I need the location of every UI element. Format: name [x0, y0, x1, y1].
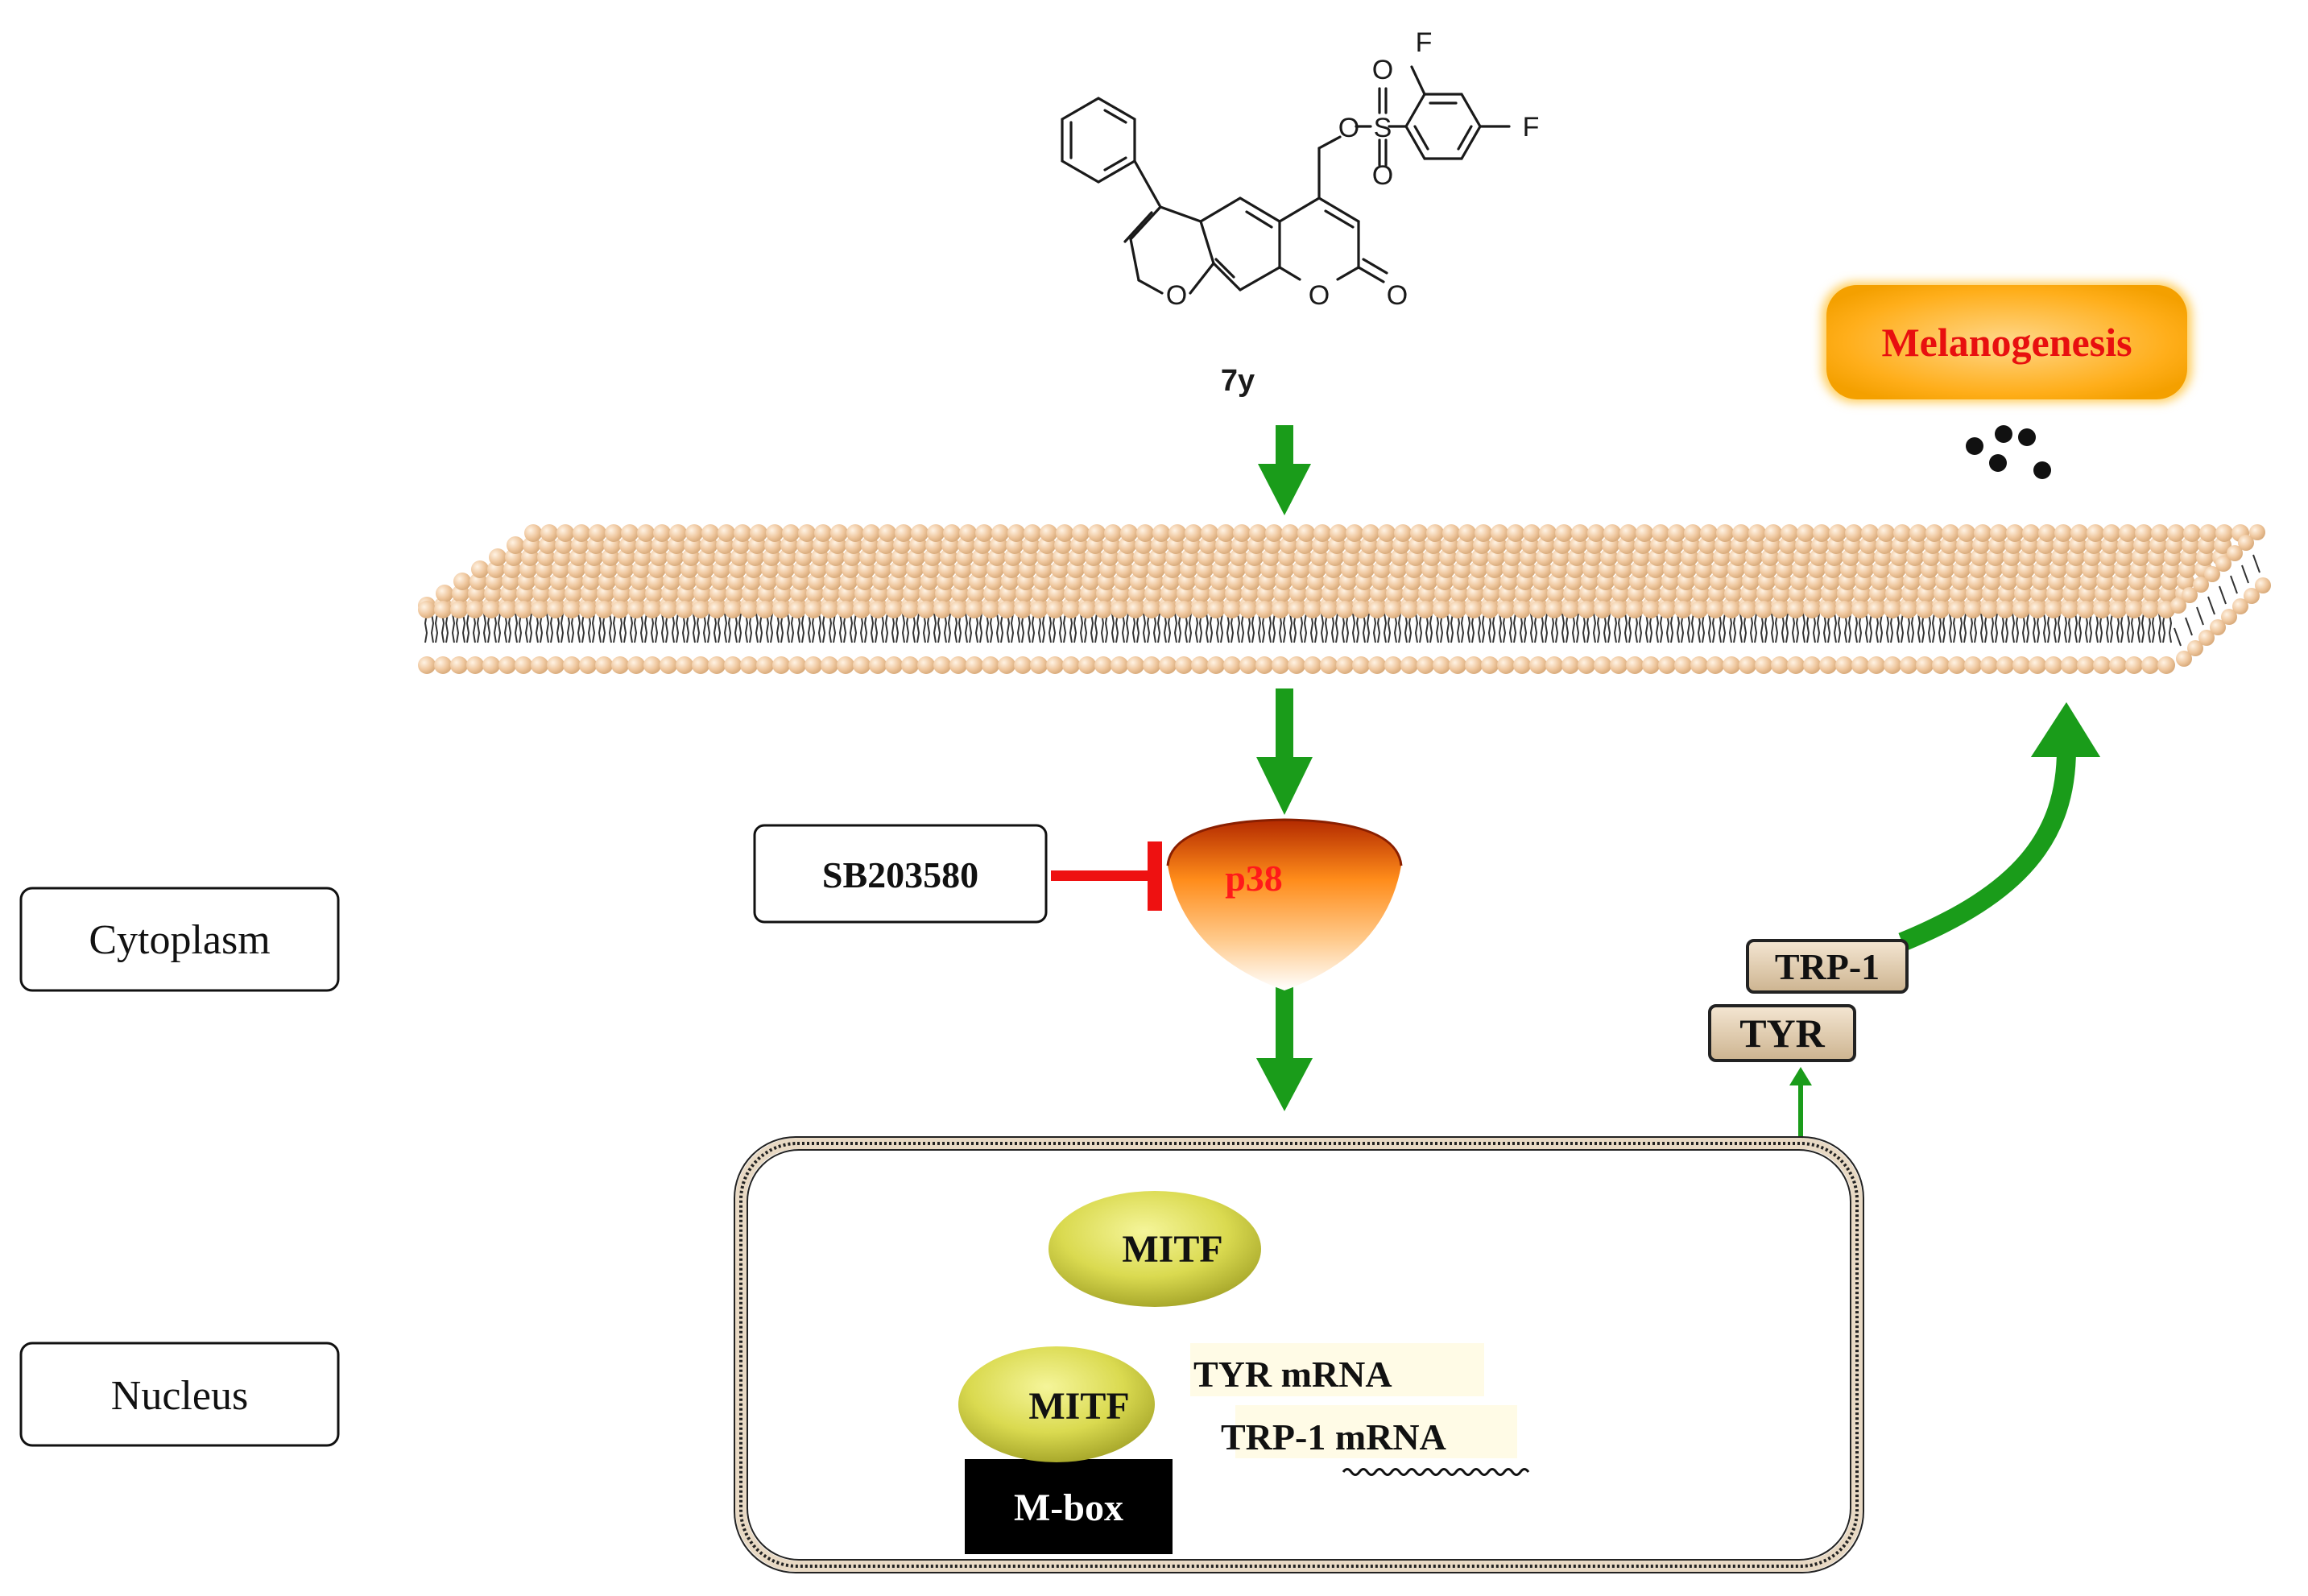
atom-o-ester: O [1338, 113, 1359, 143]
kinase-label: p38 [1225, 858, 1283, 899]
nucleus-label: Nucleus [111, 1373, 248, 1419]
atom-f-top: F [1416, 27, 1433, 58]
mbox-label: M-box [1014, 1486, 1123, 1529]
trp1-mrna-label: TRP-1 mRNA [1221, 1416, 1446, 1457]
atom-o-furan: O [1166, 280, 1187, 311]
atom-s: S [1374, 113, 1392, 143]
p38-kinase: p38 [1166, 818, 1403, 990]
arrow-trp1-to-melanogenesis [1898, 702, 2100, 952]
mitf-free: MITF [1049, 1191, 1261, 1307]
cytoplasm-label: Cytoplasm [89, 917, 270, 963]
atom-o-lactone-ring: O [1309, 280, 1330, 311]
mitf-free-label: MITF [1122, 1228, 1222, 1271]
mitf-bound-label: MITF [1028, 1385, 1129, 1428]
melanogenesis-box: Melanogenesis [1822, 282, 2192, 403]
melanin-granules [1966, 425, 2051, 479]
sb203580-box: SB203580 [753, 824, 1048, 924]
atom-o-carbonyl: O [1387, 280, 1408, 311]
atom-f-right: F [1523, 112, 1540, 143]
nucleus-tag: Nucleus [19, 1342, 340, 1447]
trp1-label: TRP-1 [1775, 946, 1880, 987]
compound-7y-structure [1061, 65, 1511, 295]
mbox: M-box [965, 1459, 1173, 1554]
tyr-enzyme: TYR [1708, 1004, 1856, 1062]
inhibitor-label: SB203580 [822, 854, 978, 895]
mitf-bound: MITF [958, 1346, 1155, 1462]
inhibition-bar [1051, 841, 1162, 911]
cell-membrane [418, 524, 2271, 674]
tyr-mrna-label: TYR mRNA [1193, 1354, 1392, 1395]
arrow-compound-to-membrane [1258, 425, 1311, 515]
arrow-membrane-to-p38 [1256, 688, 1313, 815]
cytoplasm-tag: Cytoplasm [19, 887, 340, 992]
melanogenesis-label: Melanogenesis [1881, 320, 2132, 365]
atom-o-sulfonyl-top: O [1372, 55, 1393, 85]
compound-label: 7y [1221, 364, 1255, 398]
mrna-labels: TYR mRNA TRP-1 mRNA [1190, 1343, 1517, 1458]
arrow-tyr-head [1789, 1067, 1812, 1085]
mrna-strand [1342, 1468, 1530, 1476]
trp1-enzyme: TRP-1 [1746, 939, 1909, 994]
atom-o-sulfonyl-bottom: O [1372, 160, 1393, 191]
tyr-label: TYR [1739, 1011, 1825, 1056]
